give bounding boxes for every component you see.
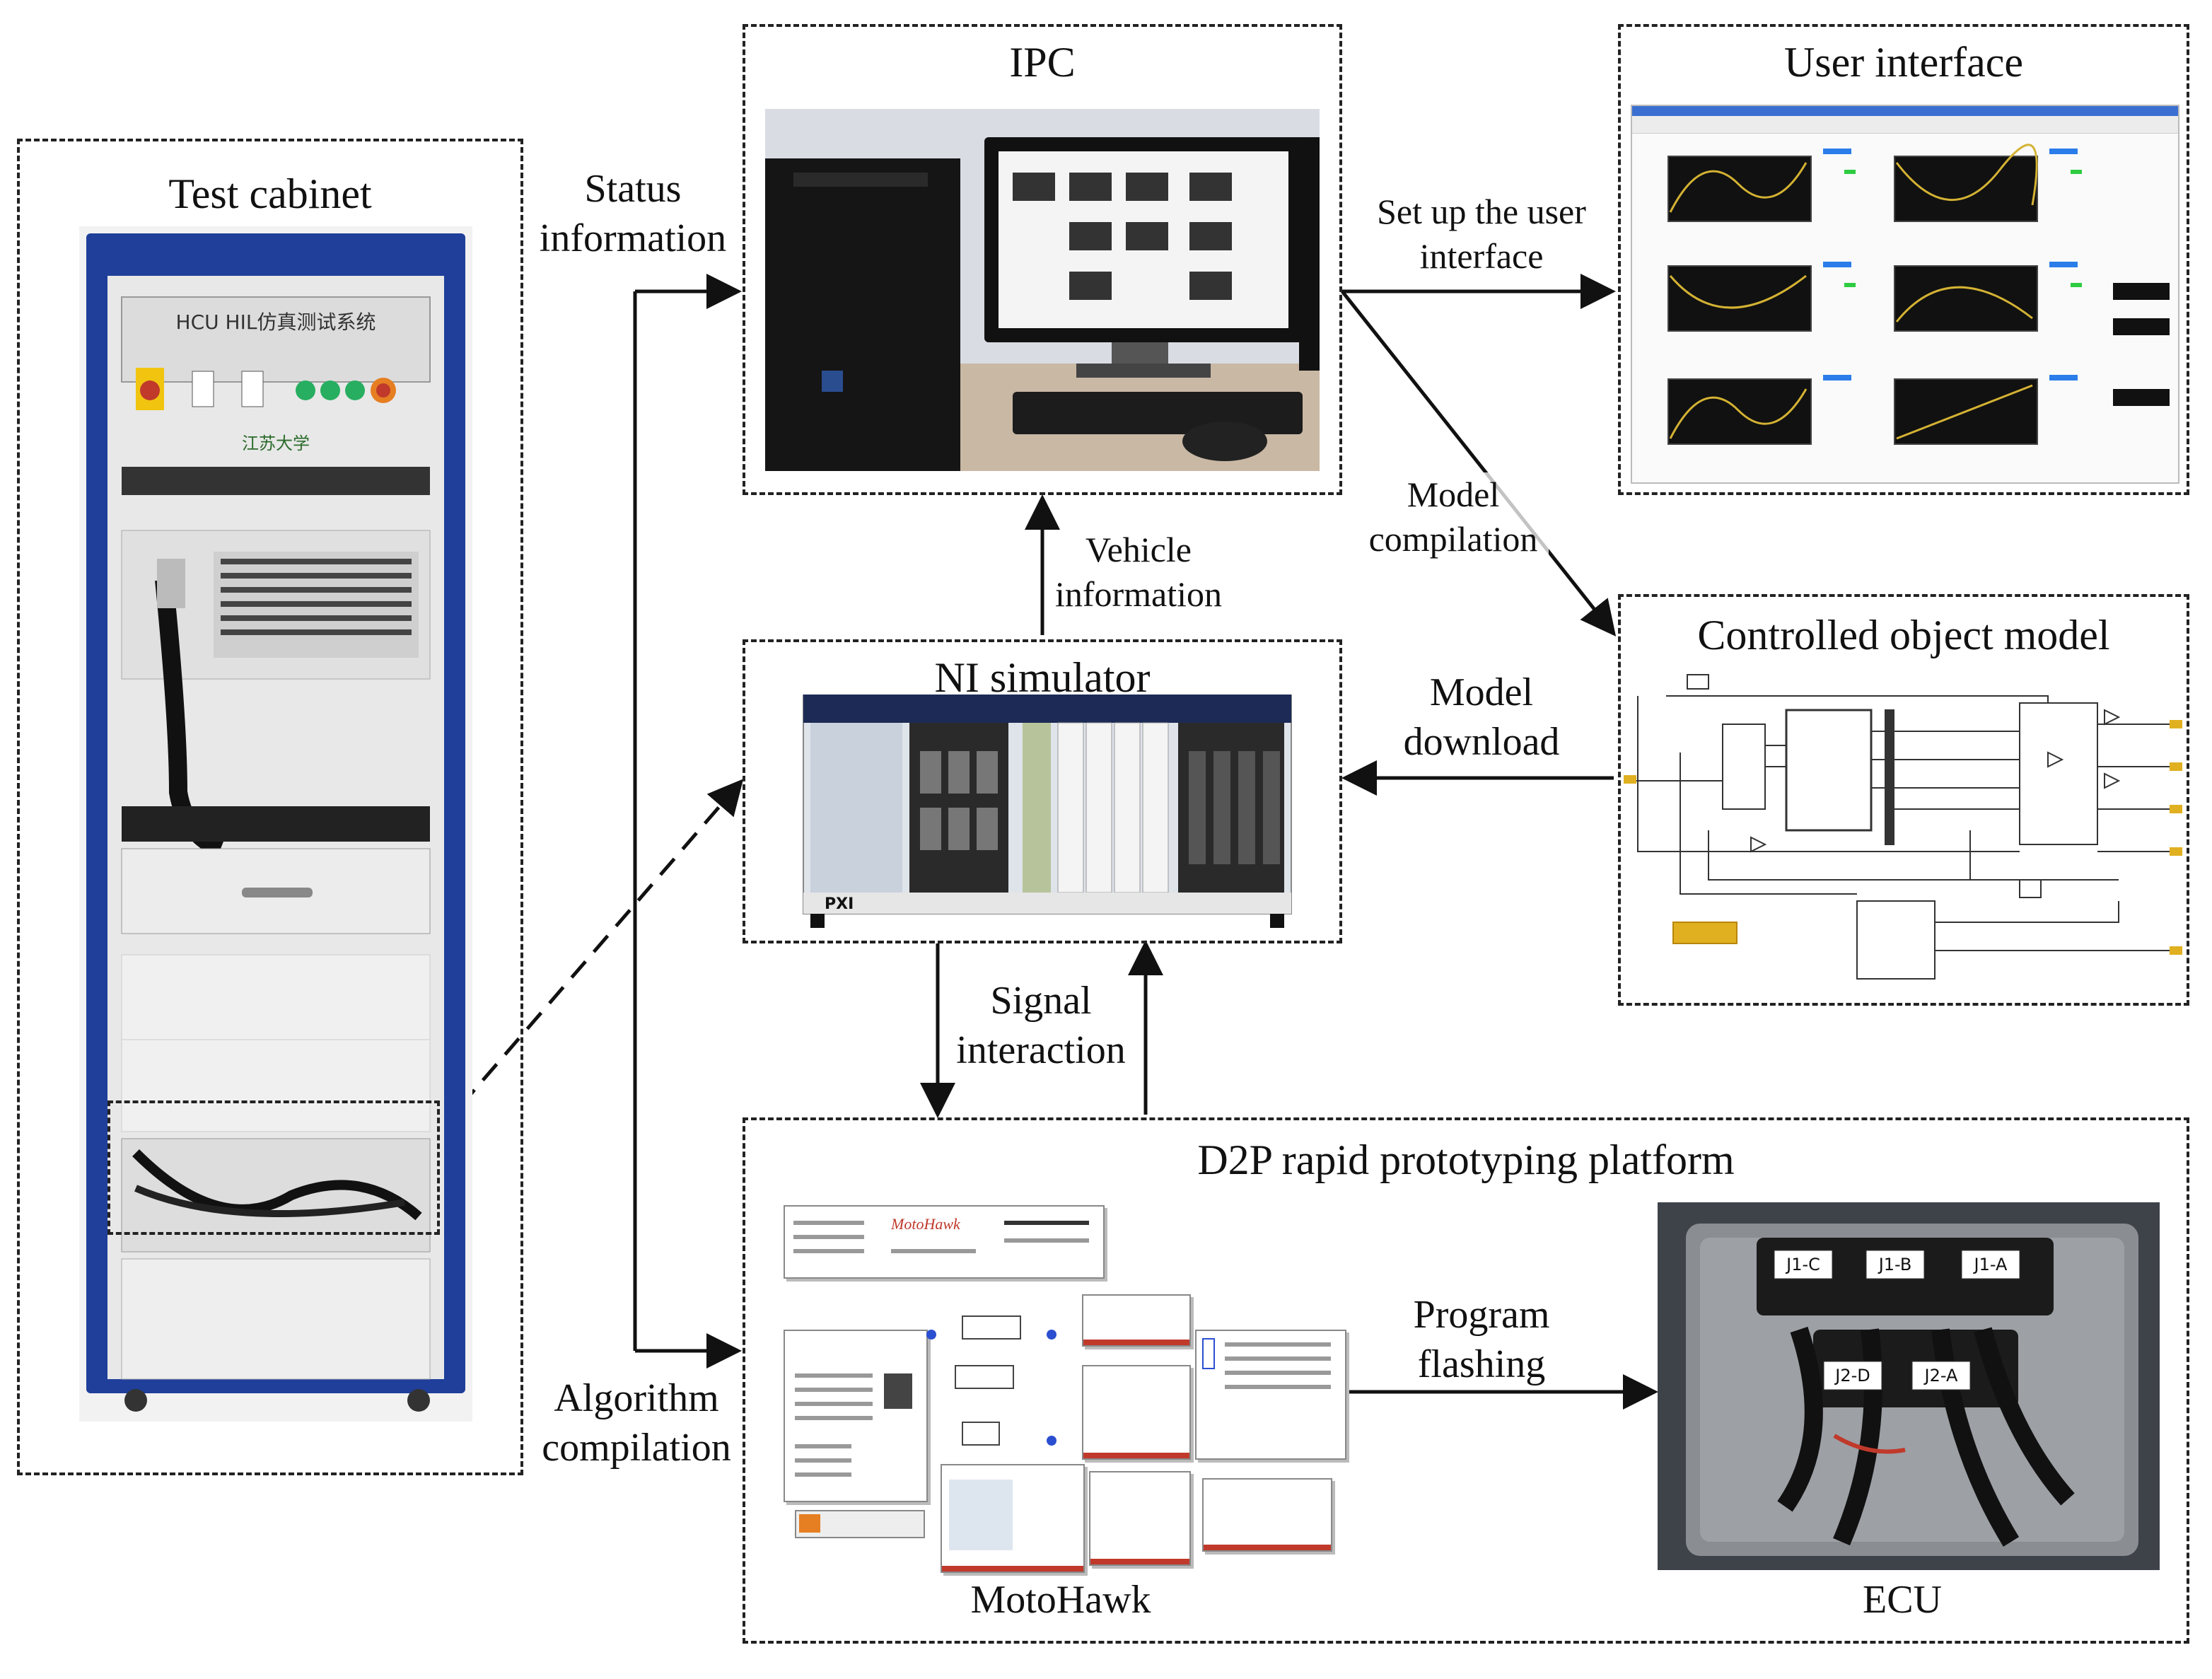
ui-plot-2 bbox=[1894, 156, 2038, 222]
ecu-connector-j1a: J1-A bbox=[1973, 1255, 2008, 1274]
controlled-object-model-title: Controlled object model bbox=[1697, 612, 2110, 658]
ui-plot-1 bbox=[1667, 156, 1812, 222]
ecu-caption: ECU bbox=[1863, 1578, 1942, 1622]
ipc-box: IPC bbox=[743, 24, 1342, 495]
motohawk-collage: MotoHawk bbox=[778, 1195, 1346, 1573]
ni-chassis-text: PXI bbox=[825, 895, 854, 913]
motohawk-logo: MotoHawk bbox=[891, 1215, 960, 1233]
motohawk-doc-e bbox=[1089, 1471, 1191, 1566]
model-diagram bbox=[1624, 668, 2182, 983]
test-cabinet-title: Test cabinet bbox=[168, 170, 372, 217]
ni-simulator-box: NI simulator bbox=[743, 639, 1342, 943]
model-compilation-arrow bbox=[1341, 290, 1617, 637]
ui-plot-4 bbox=[1894, 265, 2038, 332]
user-interface-title: User interface bbox=[1783, 39, 2024, 86]
motohawk-orange-tag bbox=[795, 1510, 925, 1538]
motohawk-doc-b bbox=[1082, 1365, 1191, 1460]
motohawk-doc-c bbox=[1195, 1330, 1346, 1460]
motohawk-doc-d bbox=[941, 1464, 1085, 1573]
ui-plot-traces bbox=[1669, 144, 2170, 440]
ui-title-bar bbox=[1632, 106, 2178, 116]
user-interface-box: User interface bbox=[1618, 24, 2189, 495]
d2p-platform-title: D2P rapid prototyping platform bbox=[1197, 1137, 1735, 1183]
motohawk-caption: MotoHawk bbox=[970, 1578, 1151, 1622]
ni-simulator-title: NI simulator bbox=[934, 654, 1151, 701]
cabinet-ni-dashed-arrow bbox=[437, 779, 744, 1133]
motohawk-flowchart bbox=[926, 1301, 1061, 1457]
test-cabinet-photo: HCU HIL仿真测试系统 江苏大学 bbox=[79, 226, 472, 1422]
ipc-title: IPC bbox=[1009, 39, 1076, 86]
motohawk-header-doc: MotoHawk bbox=[784, 1205, 1105, 1279]
ui-toolbar bbox=[1632, 116, 2178, 134]
motohawk-doc-f bbox=[1202, 1478, 1332, 1552]
test-cabinet-box: Test cabinet bbox=[17, 139, 523, 1475]
ui-plot-5 bbox=[1667, 378, 1812, 445]
motohawk-main-doc bbox=[784, 1330, 928, 1502]
ecu-connector-j1b: J1-B bbox=[1878, 1255, 1912, 1274]
user-interface-screenshot bbox=[1631, 105, 2179, 484]
ui-plot-3 bbox=[1667, 265, 1812, 332]
motohawk-doc-a bbox=[1082, 1294, 1191, 1347]
cabinet-brand-text: 江苏大学 bbox=[242, 434, 310, 453]
ecu-connector-j2d: J2-D bbox=[1834, 1366, 1870, 1385]
ecu-connector-j1c: J1-C bbox=[1785, 1255, 1820, 1274]
ecu-connector-j2a: J2-A bbox=[1923, 1366, 1958, 1385]
cabinet-panel-text: HCU HIL仿真测试系统 bbox=[176, 310, 376, 334]
controlled-object-model-box: Controlled object model bbox=[1618, 594, 2189, 1006]
ipc-photo bbox=[765, 109, 1320, 471]
d2p-platform-box: D2P rapid prototyping platform bbox=[743, 1117, 2189, 1644]
ecu-photo: J1-C J1-B J1-A J2-D J2-A bbox=[1658, 1202, 2160, 1570]
ni-simulator-photo: PXI bbox=[796, 695, 1298, 932]
cabinet-highlight-box bbox=[107, 1100, 440, 1235]
